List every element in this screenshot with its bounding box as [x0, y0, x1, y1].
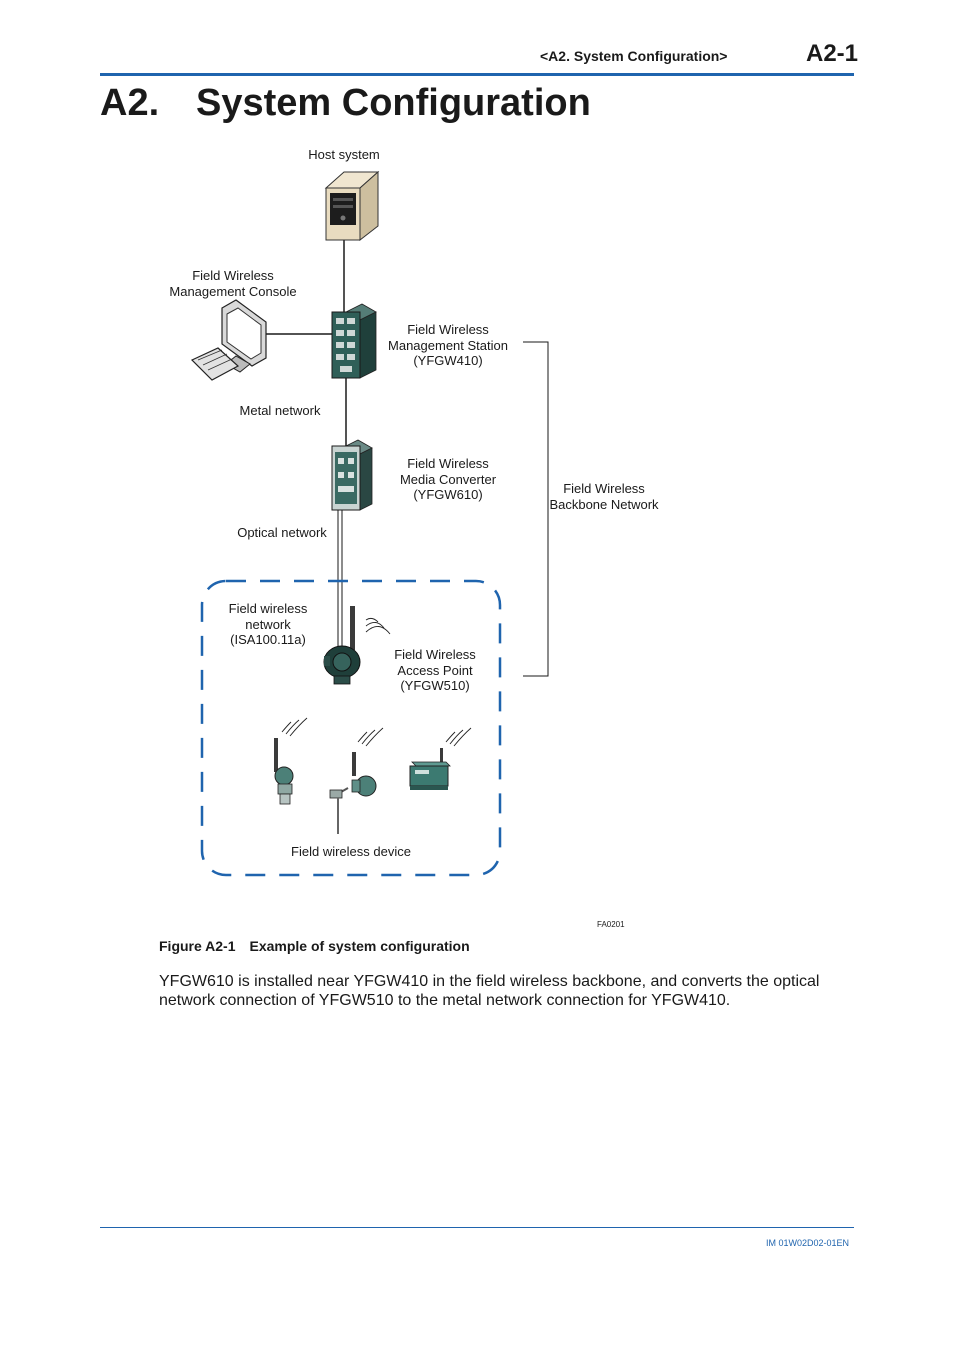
media-converter-icon	[331, 439, 373, 511]
wireless-signal-icon	[357, 727, 384, 747]
field-device-label: Field wireless device	[291, 844, 411, 859]
metal-network-label: Metal network	[239, 403, 321, 418]
transmitter-device-icon	[274, 738, 294, 805]
computer-icon	[190, 299, 267, 381]
temperature-transmitter-icon	[329, 752, 377, 834]
access-point-icon	[323, 606, 361, 685]
access-point-label: Field Wireless Access Point (YFGW510)	[394, 647, 476, 693]
header-rule	[100, 73, 854, 76]
page-number: A2-1	[806, 40, 859, 67]
server-icon	[324, 170, 380, 242]
management-station-icon	[331, 303, 377, 379]
wireless-network-label: Field wireless network (ISA100.11a)	[228, 601, 308, 647]
optical-network-label: Optical network	[237, 525, 327, 540]
backbone-bracket	[523, 341, 549, 677]
wireless-signal-icon	[281, 717, 308, 737]
document-code: IM 01W02D02-01EN	[766, 1238, 850, 1248]
figure-number: Figure A2-1	[159, 938, 236, 954]
console-label: Field Wireless Management Console	[169, 268, 297, 299]
wireless-signal-icon	[445, 727, 472, 747]
backbone-network-label: Field Wireless Backbone Network	[549, 481, 659, 512]
wireless-adapter-icon	[409, 748, 451, 790]
page-title: System Configuration	[196, 82, 591, 124]
figure-caption: Figure A2-1 Example of system configurati…	[159, 938, 470, 954]
chapter-number: A2.	[100, 82, 160, 124]
media-converter-label: Field Wireless Media Converter (YFGW610)	[399, 456, 497, 502]
wireless-network-boundary	[200, 579, 502, 877]
body-paragraph: YFGW610 is installed near YFGW410 in the…	[159, 973, 820, 1009]
station-label: Field Wireless Management Station (YFGW4…	[388, 322, 508, 368]
running-header: <A2. System Configuration>	[540, 48, 728, 64]
wireless-signal-icon	[365, 617, 391, 635]
footer-rule	[100, 1227, 854, 1228]
figure-caption-text: Example of system configuration	[249, 938, 470, 954]
figure-id: FA0201	[597, 920, 625, 929]
connection-lines	[262, 240, 549, 677]
host-system-label: Host system	[308, 147, 380, 162]
